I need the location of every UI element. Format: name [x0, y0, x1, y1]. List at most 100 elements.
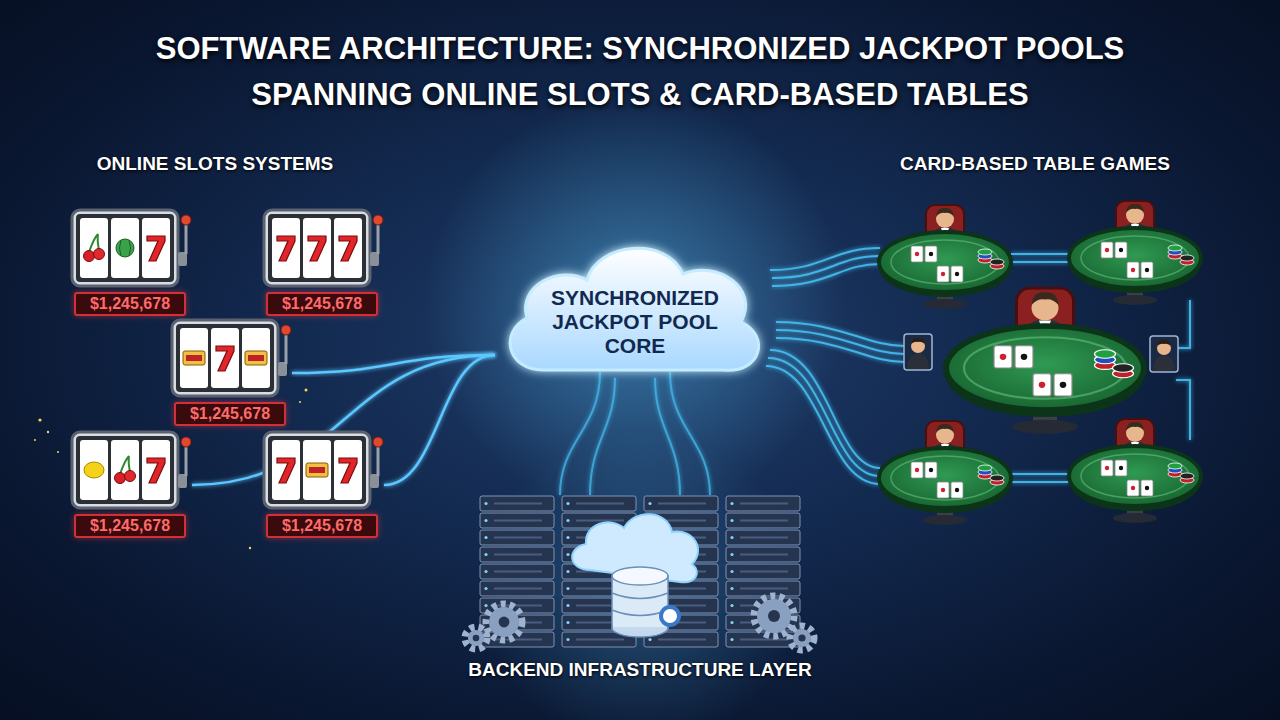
slot-machine-part	[277, 236, 295, 261]
server-cluster-part	[576, 520, 624, 522]
core-label: SYNCHRONIZED JACKPOT POOL CORE	[535, 286, 735, 358]
server-cluster-part	[494, 537, 542, 539]
slot-machine-part	[268, 214, 366, 282]
slot-machine-part	[76, 436, 174, 504]
slot-machine-part	[183, 351, 205, 365]
server-cluster-part	[740, 588, 788, 590]
slot-machine-part	[176, 324, 274, 392]
server-cluster-part	[486, 604, 522, 640]
slot-machine-part	[242, 328, 270, 388]
table-wires-part	[772, 256, 880, 278]
slot-machine-part	[268, 436, 366, 504]
slot-machine-part	[377, 446, 380, 476]
slot-machine-part	[264, 210, 370, 286]
server-cluster-part	[566, 638, 569, 641]
sparkles-part	[305, 389, 308, 392]
server-cluster-part	[480, 564, 554, 579]
slot-machine-part	[278, 362, 287, 376]
server-cluster	[440, 488, 840, 688]
server-cluster-part	[566, 587, 569, 590]
server-cluster-part	[740, 520, 788, 522]
backend-wires	[560, 372, 710, 495]
server-cluster-part	[658, 639, 706, 641]
core-halo	[425, 95, 845, 515]
slot-machine-part	[181, 215, 191, 225]
server-cluster-part	[730, 553, 733, 556]
slot-machine-part	[248, 355, 264, 361]
slot-machine-node: $1,245,678	[262, 430, 384, 540]
table-wires-part	[1011, 481, 1069, 483]
server-cluster-part	[480, 530, 554, 545]
slot-machine-part	[120, 240, 131, 256]
slot-machine-part	[370, 252, 379, 266]
table-wires-part	[1176, 380, 1190, 440]
server-cluster-part	[612, 593, 668, 616]
slot-machine	[262, 208, 384, 288]
server-cluster-part	[740, 554, 788, 556]
slot-machine-part	[245, 351, 267, 365]
slot-machine-part	[185, 224, 188, 254]
card-tables-part	[1150, 336, 1178, 372]
server-cluster-part	[480, 581, 554, 596]
slot-machine	[70, 430, 192, 510]
slot-machine-part	[339, 458, 357, 483]
sparkles-part	[38, 418, 41, 421]
server-cluster-part	[768, 610, 780, 622]
server-cluster-part	[730, 621, 733, 624]
server-cluster-part	[726, 547, 800, 562]
backend-wires-part	[590, 378, 615, 495]
server-cluster-part	[566, 604, 569, 607]
card-tables-part	[879, 421, 1011, 525]
server-cluster-part	[757, 599, 791, 633]
slot-machine-part	[80, 440, 108, 500]
sparkles-part	[47, 431, 49, 433]
slot-machine-part	[370, 474, 379, 488]
server-cluster-part	[740, 639, 788, 641]
slot-machine-part	[147, 236, 165, 261]
server-cluster-part	[566, 502, 569, 505]
table-wires-part	[770, 248, 880, 270]
table-wires-part	[772, 264, 880, 286]
server-cluster-part	[576, 503, 624, 505]
slot-machine-part	[303, 218, 331, 278]
server-cluster-part	[468, 630, 484, 646]
table-wires-part	[1011, 261, 1069, 263]
server-cluster-part	[566, 570, 569, 573]
backend-wires-part	[560, 372, 600, 495]
slot-machine-part	[172, 320, 278, 396]
server-cluster-part	[644, 496, 718, 511]
server-cluster-part	[484, 536, 487, 539]
slot-machine-part	[303, 440, 331, 500]
slot-machine-node: $1,245,678	[262, 208, 384, 318]
slot-machine-part	[72, 210, 178, 286]
slot-machine-part	[178, 252, 187, 266]
server-cluster-part	[480, 513, 554, 528]
server-cluster-part	[726, 513, 800, 528]
server-cluster-part	[793, 629, 811, 647]
card-tables	[879, 201, 1201, 525]
server-cluster-part	[612, 567, 668, 585]
slot-machine-part	[181, 437, 191, 447]
server-cluster-part	[494, 554, 542, 556]
slot-machine-part	[285, 334, 288, 364]
server-cluster-part	[730, 570, 733, 573]
jackpot-amount: $1,245,678	[74, 514, 186, 538]
server-cluster-part	[726, 496, 800, 511]
table-wires-part	[768, 358, 880, 476]
server-cluster-part	[730, 587, 733, 590]
server-cluster-part	[754, 596, 794, 636]
server-cluster-part	[499, 617, 510, 628]
jackpot-core-cloud: SYNCHRONIZED JACKPOT POOL CORE	[495, 230, 775, 380]
card-tables-part	[946, 288, 1144, 434]
server-cluster-part	[730, 604, 733, 607]
slot-machine-part	[272, 440, 300, 500]
slot-machine-part	[80, 218, 108, 278]
table-wires-part	[766, 366, 880, 484]
slot-machine-node: $1,245,678	[70, 430, 192, 540]
server-cluster-part	[489, 607, 519, 637]
server-cluster-part	[566, 519, 569, 522]
slot-machine	[70, 208, 192, 288]
slot-machine-part	[306, 463, 328, 477]
slot-machine	[170, 318, 292, 398]
